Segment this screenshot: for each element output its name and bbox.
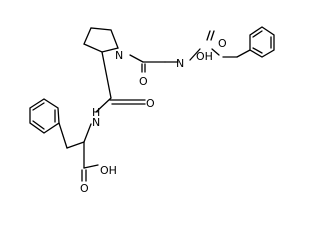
atom-oh-carbamate: OH xyxy=(196,50,213,63)
atom-n-proline: N xyxy=(115,49,123,62)
atom-o-carbamate: O xyxy=(218,37,227,50)
benzyl-ring-top xyxy=(249,26,275,58)
atom-labels: O OH N N O O N H OH O xyxy=(80,37,227,195)
atom-oh-acid: OH xyxy=(100,164,117,177)
chemical-structure: O OH N N O O N H OH O xyxy=(29,26,275,195)
atom-o-glycyl: O xyxy=(139,75,148,88)
atom-o-acid: O xyxy=(80,182,89,195)
cbz-chain xyxy=(142,30,251,63)
benzyl-ring-bottom xyxy=(29,98,68,149)
phenylalanine-backbone xyxy=(66,97,112,182)
atom-n-carbamate: N xyxy=(176,57,184,70)
glycyl-proline xyxy=(83,27,146,105)
atom-o-prolyl: O xyxy=(146,97,155,110)
atom-n-amide: N xyxy=(92,116,100,129)
atom-h-amide: H xyxy=(92,106,100,119)
